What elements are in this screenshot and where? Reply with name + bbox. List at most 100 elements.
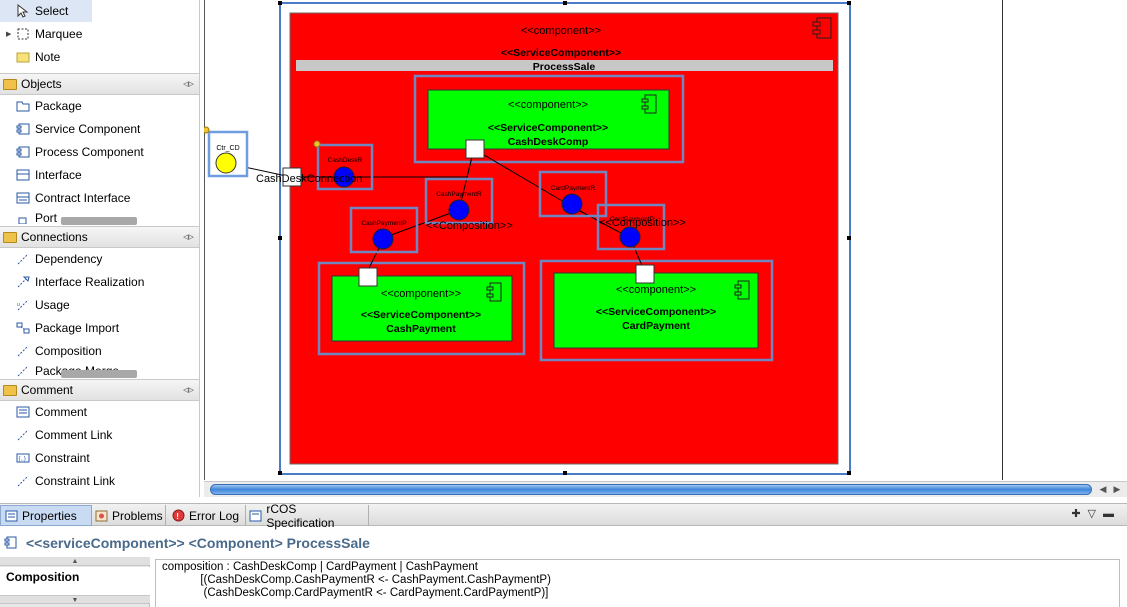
palette-tool-label: Select — [35, 4, 69, 18]
tab-label: rCOS Specification — [266, 501, 335, 530]
palette-item-label: Contract Interface — [35, 191, 131, 205]
interface-cashdeskr[interactable]: CashDeskR — [316, 143, 374, 191]
palette-item-label: Interface — [35, 168, 82, 182]
palette-item-interface[interactable]: Interface — [0, 164, 199, 186]
scroll-up-arrow-icon[interactable]: ▲ — [0, 557, 150, 566]
component-stereotype2: <<ServiceComponent>> — [361, 309, 481, 321]
tab-properties[interactable]: Properties — [0, 505, 92, 526]
view-menu-icon[interactable]: ▽ — [1087, 508, 1103, 520]
composition-label: <<Composition>> — [426, 220, 513, 232]
palette-item-comment-link[interactable]: Comment Link — [0, 424, 199, 446]
tab-rcos-specification[interactable]: rCOS Specification — [246, 502, 369, 530]
svg-text:u: u — [17, 302, 20, 308]
ctr-cd-interface[interactable] — [215, 152, 237, 174]
port-square[interactable] — [465, 139, 485, 159]
ctr-cd-label: Ctr_CD — [216, 145, 239, 152]
outer-stereotype: <<component>> — [521, 25, 601, 37]
cardpayment-component[interactable] — [553, 272, 759, 349]
expand-arrow-icon[interactable]: ▶ — [6, 31, 12, 38]
port-square[interactable] — [635, 264, 655, 284]
interface-cardpaymentp[interactable]: CardPaymentP — [596, 203, 666, 251]
folder-icon — [3, 384, 17, 396]
composition-line: composition : CashDeskComp | CardPayment… — [162, 561, 478, 573]
port-square[interactable] — [282, 167, 302, 187]
interface-cashpaymentr[interactable]: CashPaymentR — [424, 177, 494, 225]
palette-item-interface-realization[interactable]: Interface Realization — [0, 271, 199, 293]
pin-icon[interactable]: ✚ — [1071, 508, 1088, 520]
palette-item-label: Process Component — [35, 145, 144, 159]
palette-item-constraint-link[interactable]: Constraint Link — [0, 470, 199, 492]
cursor-arrow-icon — [16, 4, 30, 18]
palette-item-label: Package — [35, 99, 82, 113]
cardpayment-frame — [539, 259, 774, 362]
page-break-line — [1002, 0, 1003, 480]
diagram-canvas[interactable]: <<component>> <<ServiceComponent>> Proce… — [204, 0, 1127, 497]
selection-handles — [278, 1, 851, 475]
palette-item-package[interactable]: Package — [0, 95, 199, 117]
canvas-horizontal-scrollbar[interactable]: ◀ ▶ — [204, 481, 1127, 497]
tab-label: Problems — [112, 508, 163, 523]
outer-name: ProcessSale — [533, 61, 596, 73]
component-stereotype: <<component>> — [381, 288, 461, 300]
palette-marquee-tool[interactable]: ▶ Marquee — [0, 23, 199, 45]
diagram-svg: <<component>> <<ServiceComponent>> Proce… — [204, 1, 851, 475]
palette-select-tool[interactable]: Select — [0, 0, 92, 22]
interface-cardpaymentr[interactable]: CardPaymentR — [538, 170, 608, 218]
drawer-scrollbar[interactable] — [61, 217, 137, 225]
scroll-left-arrow-icon[interactable]: ◀ — [1099, 484, 1107, 494]
drawer-scrollbar[interactable] — [61, 370, 137, 378]
palette-item-dependency[interactable]: Dependency — [0, 248, 199, 270]
component-name: CashDeskComp — [508, 136, 589, 148]
component-stereotype2: <<ServiceComponent>> — [596, 306, 716, 318]
palette-item-label: Comment Link — [35, 428, 113, 442]
palette-item-usage[interactable]: u Usage — [0, 294, 199, 316]
palette-item-label: Usage — [35, 298, 70, 312]
cashpayment-component[interactable] — [331, 275, 513, 342]
palette-item-label: Composition — [35, 344, 102, 358]
port-square[interactable] — [358, 267, 378, 287]
scroll-down-arrow-icon[interactable]: ▼ — [0, 595, 150, 604]
cashdesk-component[interactable] — [427, 89, 670, 150]
properties-sections: ▲ Composition ▼ — [0, 557, 150, 607]
minimize-icon[interactable]: ▬ — [1103, 508, 1121, 520]
palette-item-constraint[interactable]: {..} Constraint — [0, 447, 199, 469]
marquee-icon — [16, 27, 30, 41]
interface-cashpaymentp[interactable]: CashPaymentP — [349, 206, 419, 254]
palette-item-label: Interface Realization — [35, 275, 145, 289]
composition-text-area[interactable]: composition : CashDeskComp | CardPayment… — [155, 559, 1120, 607]
palette-item-port[interactable]: Port — [0, 210, 199, 226]
note-icon — [16, 50, 30, 64]
collapse-icon[interactable]: ◃▹ — [182, 384, 194, 396]
palette-item-composition[interactable]: Composition — [0, 340, 199, 362]
port-label: CardPaymentR — [551, 185, 596, 192]
contract-interface-icon — [16, 191, 30, 205]
palette-item-service-component[interactable]: Service Component — [0, 118, 199, 140]
component-name: CardPayment — [622, 320, 690, 332]
tab-error-log[interactable]: ! Error Log — [168, 505, 246, 526]
drawer-comment[interactable]: Comment ◃▹ — [0, 379, 199, 401]
drawer-objects[interactable]: Objects ◃▹ — [0, 73, 199, 95]
palette-item-package-import[interactable]: Package Import — [0, 317, 199, 339]
scrollbar-thumb[interactable] — [210, 484, 1092, 495]
palette-note-tool[interactable]: Note — [0, 46, 199, 68]
palette-item-label: Service Component — [35, 122, 141, 136]
palette-item-contract-interface[interactable]: Contract Interface — [0, 187, 199, 209]
drawer-connections[interactable]: Connections ◃▹ — [0, 226, 199, 248]
section-composition[interactable]: Composition — [0, 567, 150, 595]
palette-item-process-component[interactable]: Process Component — [0, 141, 199, 163]
name-compartment — [296, 60, 833, 71]
drawer-label: Objects — [21, 77, 62, 91]
scroll-right-arrow-icon[interactable]: ▶ — [1113, 484, 1121, 494]
collapse-icon[interactable]: ◃▹ — [182, 78, 194, 90]
problems-icon — [95, 509, 108, 523]
palette-item-label: Constraint Link — [35, 474, 116, 488]
drawer-label: Comment — [21, 383, 74, 397]
svg-text:{..}: {..} — [19, 457, 26, 463]
component-icon — [641, 94, 657, 114]
collapse-icon[interactable]: ◃▹ — [182, 231, 194, 243]
palette-item-label: Package Import — [35, 321, 120, 335]
palette-item-comment[interactable]: Comment — [0, 401, 199, 423]
tab-problems[interactable]: Problems — [92, 505, 166, 526]
component-icon — [16, 145, 30, 159]
process-sale-component[interactable] — [289, 12, 839, 465]
